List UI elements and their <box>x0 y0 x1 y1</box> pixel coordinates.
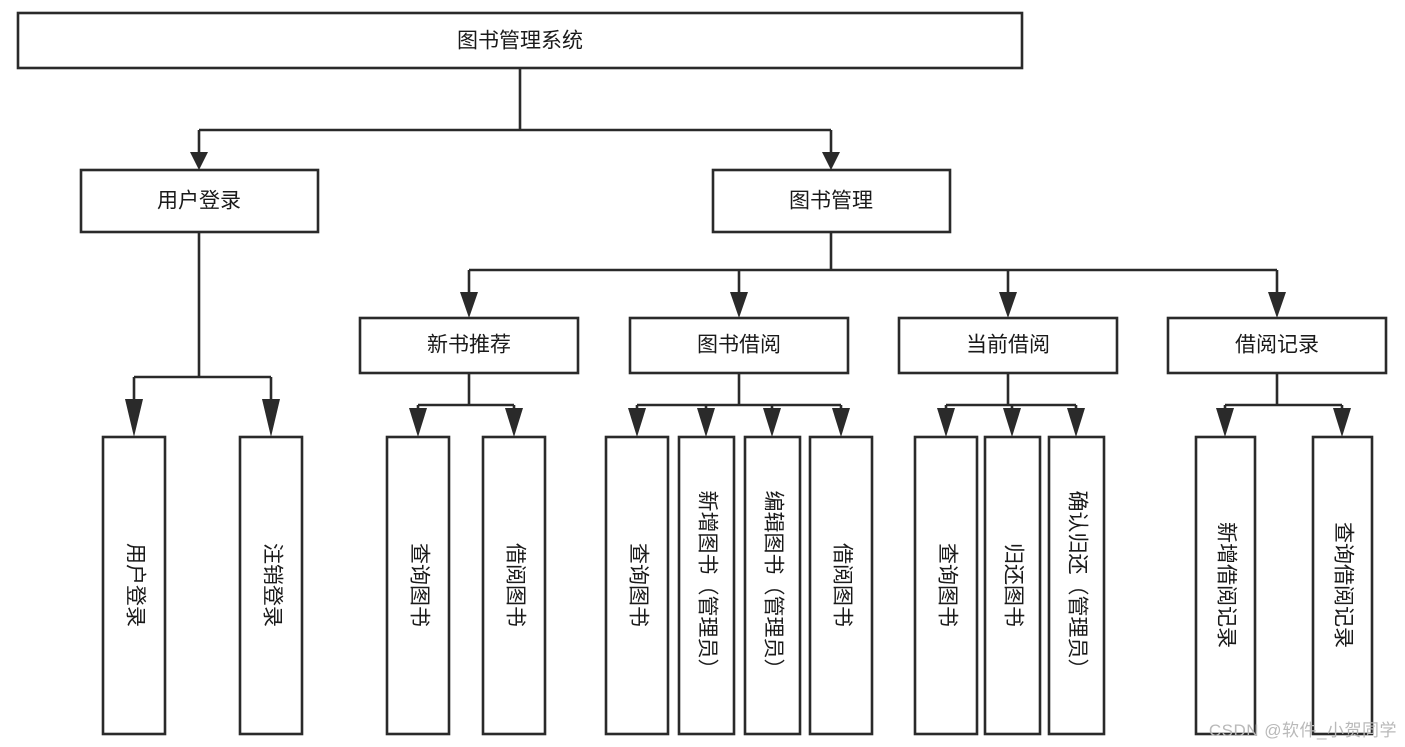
leaf-borrow-borrow-book-box[interactable] <box>808 435 874 736</box>
node-book-borrow-box[interactable] <box>628 316 850 375</box>
node-root-box[interactable] <box>16 11 1024 70</box>
leaf-record-query-label: 查询借阅记录 <box>1331 522 1354 648</box>
arrowhead-borrow-leaf-4 <box>832 408 850 437</box>
node-user-login[interactable]: 用户登录 <box>79 168 320 234</box>
node-borrow-record[interactable]: 借阅记录 <box>1166 316 1388 375</box>
arrowhead-current-leaf-3 <box>1067 408 1085 437</box>
leaf-borrow-query-book[interactable]: 查询图书 <box>604 435 670 736</box>
node-book-management[interactable]: 图书管理 <box>711 168 952 234</box>
leaf-borrow-edit-book[interactable]: 编辑图书（管理员） <box>743 435 802 736</box>
arrowhead-borrow-leaf-2 <box>697 408 715 437</box>
leaf-current-confirm-return-label: 确认归还（管理员） <box>1065 491 1088 680</box>
leaf-record-add-label: 新增借阅记录 <box>1214 522 1237 648</box>
node-current-borrow[interactable]: 当前借阅 <box>897 316 1119 375</box>
leaf-current-confirm-return[interactable]: 确认归还（管理员） <box>1047 435 1106 736</box>
leaf-borrow-add-book-label: 新增图书（管理员） <box>695 491 718 680</box>
leaf-current-return-book-label: 归还图书 <box>1001 543 1024 627</box>
node-borrow-record-label: 借阅记录 <box>1235 334 1319 357</box>
node-book-borrow[interactable]: 图书借阅 <box>628 316 850 375</box>
node-user-login-label: 用户登录 <box>157 190 241 213</box>
leaf-current-return-book[interactable]: 归还图书 <box>983 435 1042 736</box>
leaf-recommend-borrow-book[interactable]: 借阅图书 <box>481 435 547 736</box>
leaf-user-login-label: 用户登录 <box>123 543 146 627</box>
leaf-record-query[interactable]: 查询借阅记录 <box>1311 435 1374 736</box>
arrowhead-record-leaf-1 <box>1216 408 1234 437</box>
leaf-current-query-book[interactable]: 查询图书 <box>913 435 979 736</box>
leaf-borrow-edit-book-label: 编辑图书（管理员） <box>761 491 784 680</box>
leaf-user-login[interactable]: 用户登录 <box>101 435 167 736</box>
arrowhead-new-book-recommend <box>460 292 478 318</box>
leaf-borrow-add-book[interactable]: 新增图书（管理员） <box>677 435 736 736</box>
arrowhead-book-mgmt <box>822 152 840 170</box>
leaf-recommend-query-book-box[interactable] <box>385 435 451 736</box>
leaf-borrow-borrow-book-label: 借阅图书 <box>830 543 853 627</box>
node-new-book-recommend-label: 新书推荐 <box>427 334 511 357</box>
leaf-record-add-box[interactable] <box>1194 435 1257 736</box>
arrowhead-borrow-leaf-1 <box>628 408 646 437</box>
arrowhead-user-login <box>190 152 208 170</box>
leaf-current-return-book-box[interactable] <box>983 435 1042 736</box>
leaf-recommend-borrow-book-label: 借阅图书 <box>503 543 526 627</box>
node-root-label: 图书管理系统 <box>457 30 583 53</box>
arrowhead-leaf-user-login <box>125 399 143 437</box>
leaf-current-confirm-return-box[interactable] <box>1047 435 1106 736</box>
leaf-borrow-edit-book-box[interactable] <box>743 435 802 736</box>
leaf-current-query-book-label: 查询图书 <box>935 543 958 627</box>
leaf-logout-label: 注销登录 <box>260 543 283 627</box>
leaf-recommend-query-book[interactable]: 查询图书 <box>385 435 451 736</box>
leaf-user-login-box[interactable] <box>101 435 167 736</box>
node-current-borrow-box[interactable] <box>897 316 1119 375</box>
edges-group <box>125 68 1351 437</box>
leaf-logout-box[interactable] <box>238 435 304 736</box>
node-book-management-label: 图书管理 <box>789 190 873 213</box>
arrowhead-recommend-leaf-2 <box>505 408 523 437</box>
leaf-record-query-box[interactable] <box>1311 435 1374 736</box>
node-current-borrow-label: 当前借阅 <box>966 334 1050 357</box>
node-new-book-recommend[interactable]: 新书推荐 <box>358 316 580 375</box>
arrowhead-current-borrow <box>999 292 1017 318</box>
leaf-recommend-borrow-book-box[interactable] <box>481 435 547 736</box>
node-user-login-box[interactable] <box>79 168 320 234</box>
arrowhead-current-leaf-1 <box>937 408 955 437</box>
leaf-logout[interactable]: 注销登录 <box>238 435 304 736</box>
leaf-record-add[interactable]: 新增借阅记录 <box>1194 435 1257 736</box>
node-book-borrow-label: 图书借阅 <box>697 334 781 357</box>
node-new-book-recommend-box[interactable] <box>358 316 580 375</box>
arrowhead-recommend-leaf-1 <box>409 408 427 437</box>
arrowhead-current-leaf-2 <box>1003 408 1021 437</box>
arrowhead-record-leaf-2 <box>1333 408 1351 437</box>
node-borrow-record-box[interactable] <box>1166 316 1388 375</box>
arrowhead-borrow-leaf-3 <box>763 408 781 437</box>
node-book-management-box[interactable] <box>711 168 952 234</box>
csdn-watermark: CSDN @软件_小贺同学 <box>1208 721 1397 740</box>
arrowhead-book-borrow <box>730 292 748 318</box>
leaf-current-query-book-box[interactable] <box>913 435 979 736</box>
leaf-borrow-query-book-box[interactable] <box>604 435 670 736</box>
node-root[interactable]: 图书管理系统 <box>16 11 1024 70</box>
arrowhead-borrow-record <box>1268 292 1286 318</box>
leaf-borrow-add-book-box[interactable] <box>677 435 736 736</box>
leaf-borrow-borrow-book[interactable]: 借阅图书 <box>808 435 874 736</box>
leaf-recommend-query-book-label: 查询图书 <box>407 543 430 627</box>
leaf-borrow-query-book-label: 查询图书 <box>626 543 649 627</box>
arrowhead-leaf-logout <box>262 399 280 437</box>
